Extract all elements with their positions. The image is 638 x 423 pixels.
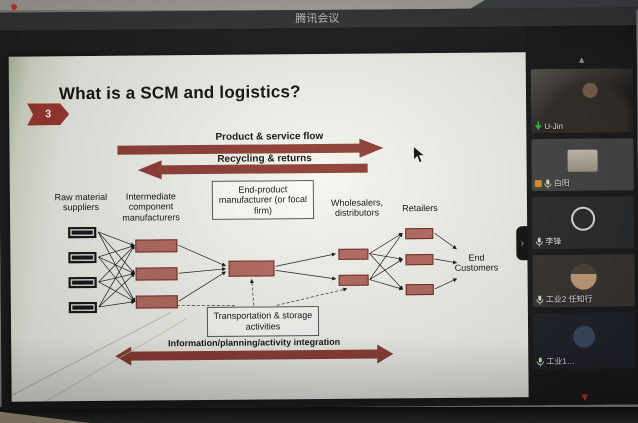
participant-name: U-Jin — [544, 121, 563, 131]
participant-name: 李锋 — [545, 236, 562, 247]
label-product-service-flow: Product & service flow — [215, 130, 324, 143]
meeting-stage: What is a SCM and logistics? 3 Product &… — [0, 25, 638, 410]
participant-name-row: 李锋 — [535, 236, 561, 247]
participant-avatar — [570, 206, 596, 231]
participant-name: 白阳 — [553, 178, 570, 188]
intermediate-node — [135, 239, 178, 253]
decorative-line — [8, 318, 187, 402]
participant-tile[interactable]: 工业1… — [532, 312, 636, 370]
decorative-line — [8, 312, 171, 401]
slide-title: What is a SCM and logistics? — [58, 82, 301, 104]
mic-icon — [535, 237, 543, 247]
participant-avatar — [567, 149, 598, 172]
participant-name-row: 工业2 任知行 — [536, 294, 593, 305]
host-badge-icon — [534, 180, 542, 188]
label-information-integration: Information/planning/activity integratio… — [168, 336, 341, 349]
scroll-up-icon[interactable]: ▲ — [577, 54, 587, 65]
wholesaler-node — [338, 248, 369, 260]
raw-supplier-node — [68, 301, 97, 314]
intermediate-node — [135, 267, 178, 281]
slide-number-chevron: 3 — [27, 103, 69, 125]
photo-background-bottom — [0, 407, 638, 423]
label-recycling-returns: Recycling & returns — [217, 153, 312, 165]
participant-tile[interactable]: 白阳 — [531, 138, 634, 192]
participants-panel: ▲ U-Jin — [526, 25, 638, 406]
retailer-node — [405, 228, 434, 240]
raw-supplier-node — [68, 226, 97, 239]
label-transportation-storage: Transportation & storage activities — [206, 306, 320, 337]
label-wholesalers-distributors: Wholesalers, distributors — [330, 197, 384, 219]
label-end-product-manufacturer: End-product manufacturer (or focal firm) — [211, 180, 315, 220]
participant-name-row: 白阳 — [534, 178, 570, 189]
raw-supplier-node — [68, 251, 97, 264]
red-indicator-dot — [11, 4, 17, 10]
retailer-node — [405, 254, 434, 266]
meeting-window: 腾讯会议 — [0, 7, 638, 410]
mouse-cursor-icon — [413, 145, 426, 164]
mic-icon — [536, 357, 544, 367]
retailer-node — [405, 284, 434, 296]
participant-name: 工业2 任知行 — [545, 294, 593, 305]
window-title: 腾讯会议 — [295, 12, 340, 26]
participant-tile[interactable]: 工业2 任知行 — [532, 254, 635, 308]
background-object — [468, 0, 638, 10]
panel-collapse-handle[interactable]: › — [516, 226, 529, 261]
audio-active-icon — [535, 121, 542, 130]
photo-background-top — [0, 0, 638, 10]
label-retailers: Retailers — [402, 202, 438, 214]
mic-icon — [544, 179, 552, 189]
label-raw-material-suppliers: Raw material suppliers — [54, 191, 108, 213]
label-intermediate-manufacturers: Intermediate component manufacturers — [122, 191, 180, 223]
scroll-down-icon[interactable]: ▼ — [579, 391, 591, 404]
intermediate-node — [135, 295, 178, 309]
mic-icon — [536, 295, 544, 305]
participant-tile[interactable]: 李锋 — [531, 196, 635, 250]
end-product-node — [228, 260, 275, 277]
slide-number: 3 — [45, 108, 52, 121]
label-end-customers: End Customers — [454, 252, 499, 274]
participant-tile[interactable]: U-Jin — [530, 68, 634, 134]
participant-name-row: 工业1… — [536, 356, 575, 367]
shared-slide: What is a SCM and logistics? 3 Product &… — [8, 52, 529, 402]
raw-supplier-node — [68, 276, 97, 289]
participant-avatar — [573, 325, 596, 348]
participant-name: 工业1… — [546, 356, 575, 367]
participant-name-row: U-Jin — [534, 121, 563, 131]
participant-avatar — [570, 263, 597, 290]
wholesaler-node — [338, 274, 369, 286]
